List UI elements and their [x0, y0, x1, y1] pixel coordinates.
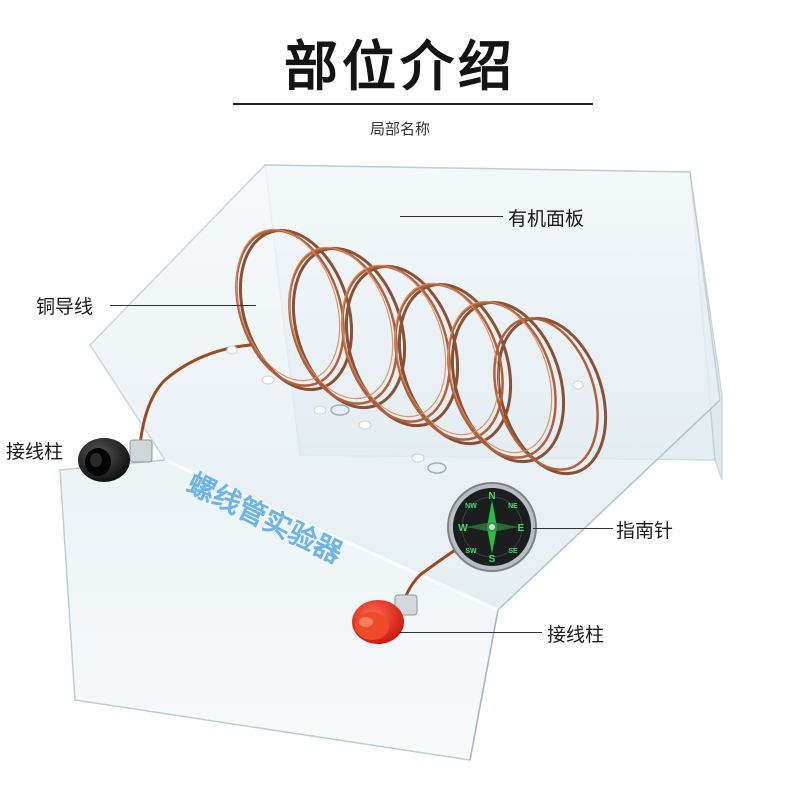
page-subtitle: 局部名称 [369, 120, 430, 138]
leader-compass [533, 528, 613, 529]
terminal-left-black [78, 438, 153, 482]
compass-mark-nw: NW [465, 503, 477, 510]
compass-mark-sw: SW [465, 548, 477, 555]
compass-mark-se: SE [508, 548, 518, 555]
page-title: 部位介绍 [284, 35, 516, 98]
copper-coil [138, 228, 608, 617]
leader-panel [400, 216, 503, 217]
callout-terminal-left: 接线柱 [6, 441, 64, 463]
callout-wire: 铜导线 [36, 296, 94, 318]
compass-mark-ne: NE [508, 503, 518, 510]
compass-icon [447, 482, 537, 572]
callout-compass: 指南针 [616, 520, 674, 542]
callout-panel: 有机面板 [508, 208, 585, 230]
title-divider [233, 103, 593, 105]
compass-mark-w: W [458, 523, 468, 534]
compass-mark-s: S [489, 554, 496, 565]
callout-terminal-right: 接线柱 [547, 624, 605, 646]
leader-wire [110, 305, 256, 306]
terminal-right-red [352, 594, 418, 644]
compass-mark-n: N [488, 491, 495, 502]
compass-mark-e: E [518, 523, 525, 534]
leader-terminal-right [400, 632, 542, 633]
